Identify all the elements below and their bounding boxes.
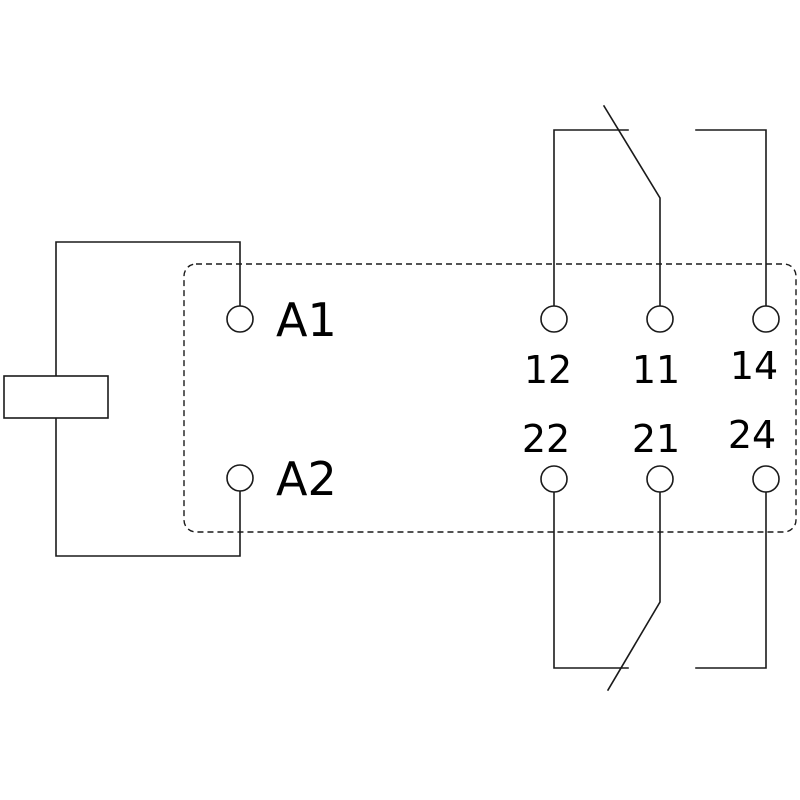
terminal-12 — [540, 305, 568, 333]
label-a2: A2 — [276, 452, 337, 506]
contact-22-wire — [553, 491, 629, 669]
label-12: 12 — [524, 348, 572, 392]
terminal-24 — [752, 465, 780, 493]
terminal-11 — [646, 305, 674, 333]
contact-24-wire — [695, 491, 767, 669]
label-24: 24 — [728, 413, 776, 457]
contact-11-switch-blade — [602, 104, 661, 307]
contact-21-switch-blade — [606, 491, 661, 692]
label-14: 14 — [730, 344, 778, 388]
label-22: 22 — [522, 417, 570, 461]
relay-housing-outline — [183, 263, 797, 533]
terminal-22 — [540, 465, 568, 493]
coil-symbol — [3, 375, 109, 419]
contact-12-wire — [553, 129, 629, 307]
contact-14-wire — [695, 129, 767, 307]
terminal-a1 — [226, 305, 254, 333]
label-11: 11 — [632, 348, 680, 392]
contact-set-1 — [553, 104, 767, 307]
coil-wire-top — [55, 241, 241, 377]
terminal-a2 — [226, 464, 254, 492]
terminal-21 — [646, 465, 674, 493]
label-21: 21 — [632, 417, 680, 461]
terminal-14 — [752, 305, 780, 333]
coil-wire-bottom — [55, 417, 241, 557]
label-a1: A1 — [276, 293, 337, 347]
coil-circuit — [3, 241, 241, 557]
contact-set-2 — [553, 491, 767, 692]
